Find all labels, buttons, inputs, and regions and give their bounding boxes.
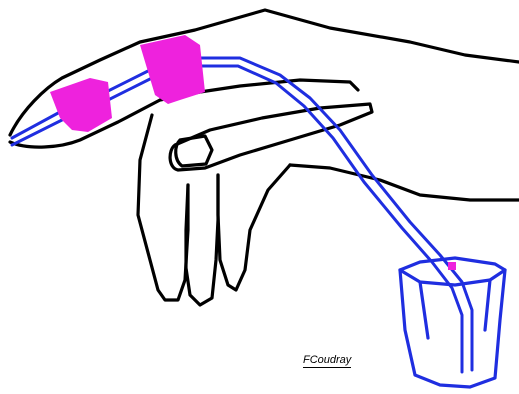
thumbnail <box>174 134 214 168</box>
cup-inner-line <box>418 280 430 340</box>
wire-lower <box>10 64 464 374</box>
cup-body <box>398 268 507 389</box>
thumb <box>168 102 374 172</box>
palm-bottom <box>288 163 519 202</box>
signature: FCoudray <box>303 354 352 368</box>
hand-top-edge <box>8 8 519 137</box>
finger-bands <box>50 35 205 132</box>
cup-inner-line <box>483 278 492 332</box>
hand-outline <box>8 8 519 307</box>
index-finger-underside <box>8 78 360 149</box>
wire-upper <box>10 56 474 372</box>
wire-pair <box>10 56 474 374</box>
finger-band <box>140 35 205 104</box>
wire-clip <box>448 262 456 270</box>
cup <box>398 256 507 389</box>
finger-band <box>50 78 112 132</box>
little-finger <box>216 163 292 292</box>
ring-finger <box>184 173 220 307</box>
